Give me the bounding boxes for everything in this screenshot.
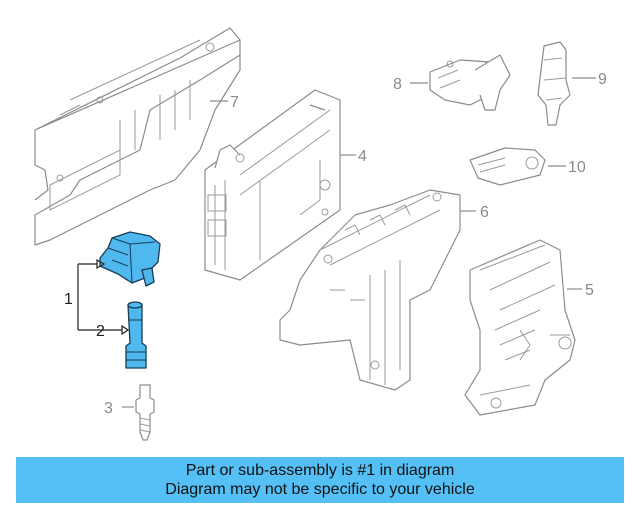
callout-leaders xyxy=(77,77,596,408)
callout-7: 7 xyxy=(230,94,239,111)
part-1-ignition-coil xyxy=(99,231,161,287)
banner-line-1: Part or sub-assembly is #1 in diagram xyxy=(185,462,455,479)
part-3-spark-plug xyxy=(135,384,155,441)
info-banner: Part or sub-assembly is #1 in diagram Di… xyxy=(16,457,624,503)
part-4-control-module xyxy=(204,89,341,281)
callout-3: 3 xyxy=(104,400,113,417)
callout-5: 5 xyxy=(585,282,594,299)
part-7-bracket xyxy=(34,27,241,246)
part-9-sensor xyxy=(537,41,571,126)
parts-diagram: 1 2 3 4 5 6 7 8 9 10 xyxy=(34,27,607,441)
callout-1: 1 xyxy=(64,291,73,308)
part-2-coil-boot xyxy=(125,301,147,369)
banner-line-2: Diagram may not be specific to your vehi… xyxy=(165,481,475,498)
callout-2: 2 xyxy=(96,323,105,340)
part-10-sensor xyxy=(469,147,546,186)
callout-8: 8 xyxy=(393,76,402,93)
callout-10: 10 xyxy=(568,159,586,176)
callout-4: 4 xyxy=(358,148,367,165)
callout-6: 6 xyxy=(480,204,489,221)
part-8-sensor xyxy=(429,54,511,111)
callout-9: 9 xyxy=(598,71,607,88)
part-6-mounting-bracket xyxy=(279,189,461,391)
part-5-relay-bracket xyxy=(464,239,576,416)
